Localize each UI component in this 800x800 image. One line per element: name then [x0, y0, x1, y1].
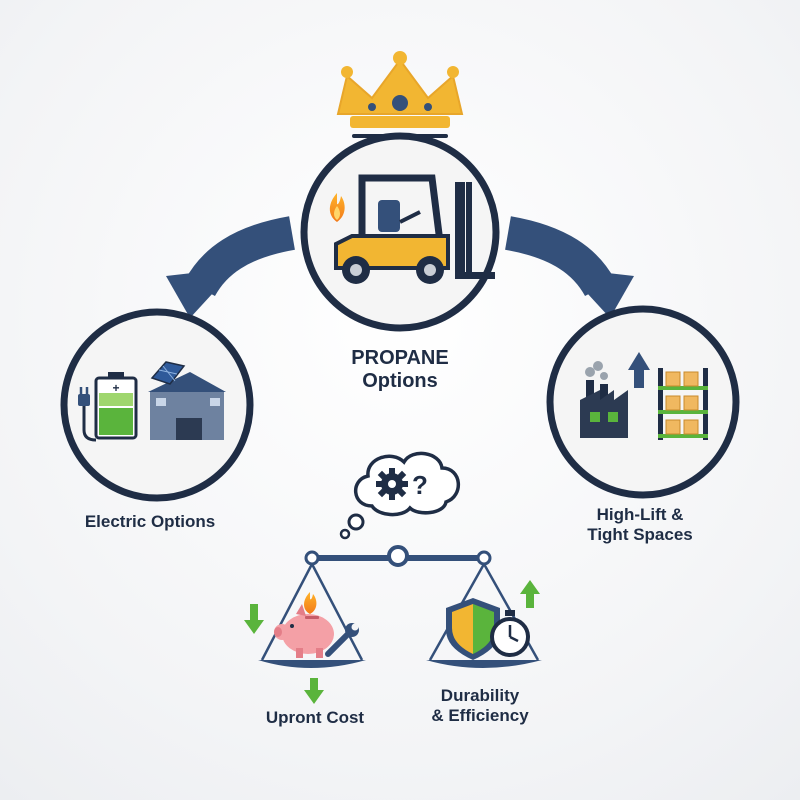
stopwatch-icon [490, 610, 530, 657]
down-arrow-icon-left-pan [244, 604, 264, 634]
electric-options-label: Electric Options [84, 512, 216, 531]
factory-icon [580, 361, 628, 438]
battery-icon: + [94, 372, 138, 440]
down-arrow-icon-cost [304, 678, 324, 704]
propane-title-line1: PROPANE [351, 347, 449, 369]
gear-icon [376, 468, 408, 500]
wrench-icon [325, 623, 359, 657]
crown-icon [336, 51, 464, 138]
up-arrow-icon-right-pan [520, 580, 540, 608]
piggy-bank-icon [274, 604, 334, 658]
durability-line1: Durability [440, 686, 520, 705]
plug-icon [78, 387, 97, 442]
durability-line2: & Efficiency [431, 705, 529, 725]
flame-icon-small [304, 592, 317, 614]
svg-text:+: + [112, 381, 119, 395]
durability-efficiency-label: Durability& Efficiency [395, 686, 565, 725]
arrow-to-electric [166, 216, 296, 318]
highlift-line1: High-Lift & [596, 505, 684, 524]
up-arrow-icon [628, 352, 650, 388]
forklift-icon [334, 174, 495, 284]
highlift-circle [546, 305, 740, 499]
thought-question: ? [412, 470, 428, 500]
highlift-tight-spaces-label: High-Lift &Tight Spaces [545, 505, 735, 544]
upfront-cost-label: Upront Cost [265, 708, 365, 727]
arrow-to-highlift [504, 216, 634, 318]
solar-warehouse-icon [148, 361, 226, 440]
propane-title-line2: Options [362, 370, 438, 392]
highlift-line2: Tight Spaces [587, 524, 693, 544]
flame-icon [329, 193, 345, 222]
shield-icon [446, 598, 500, 660]
shelving-icon [658, 368, 708, 440]
thought-cloud [339, 451, 461, 540]
